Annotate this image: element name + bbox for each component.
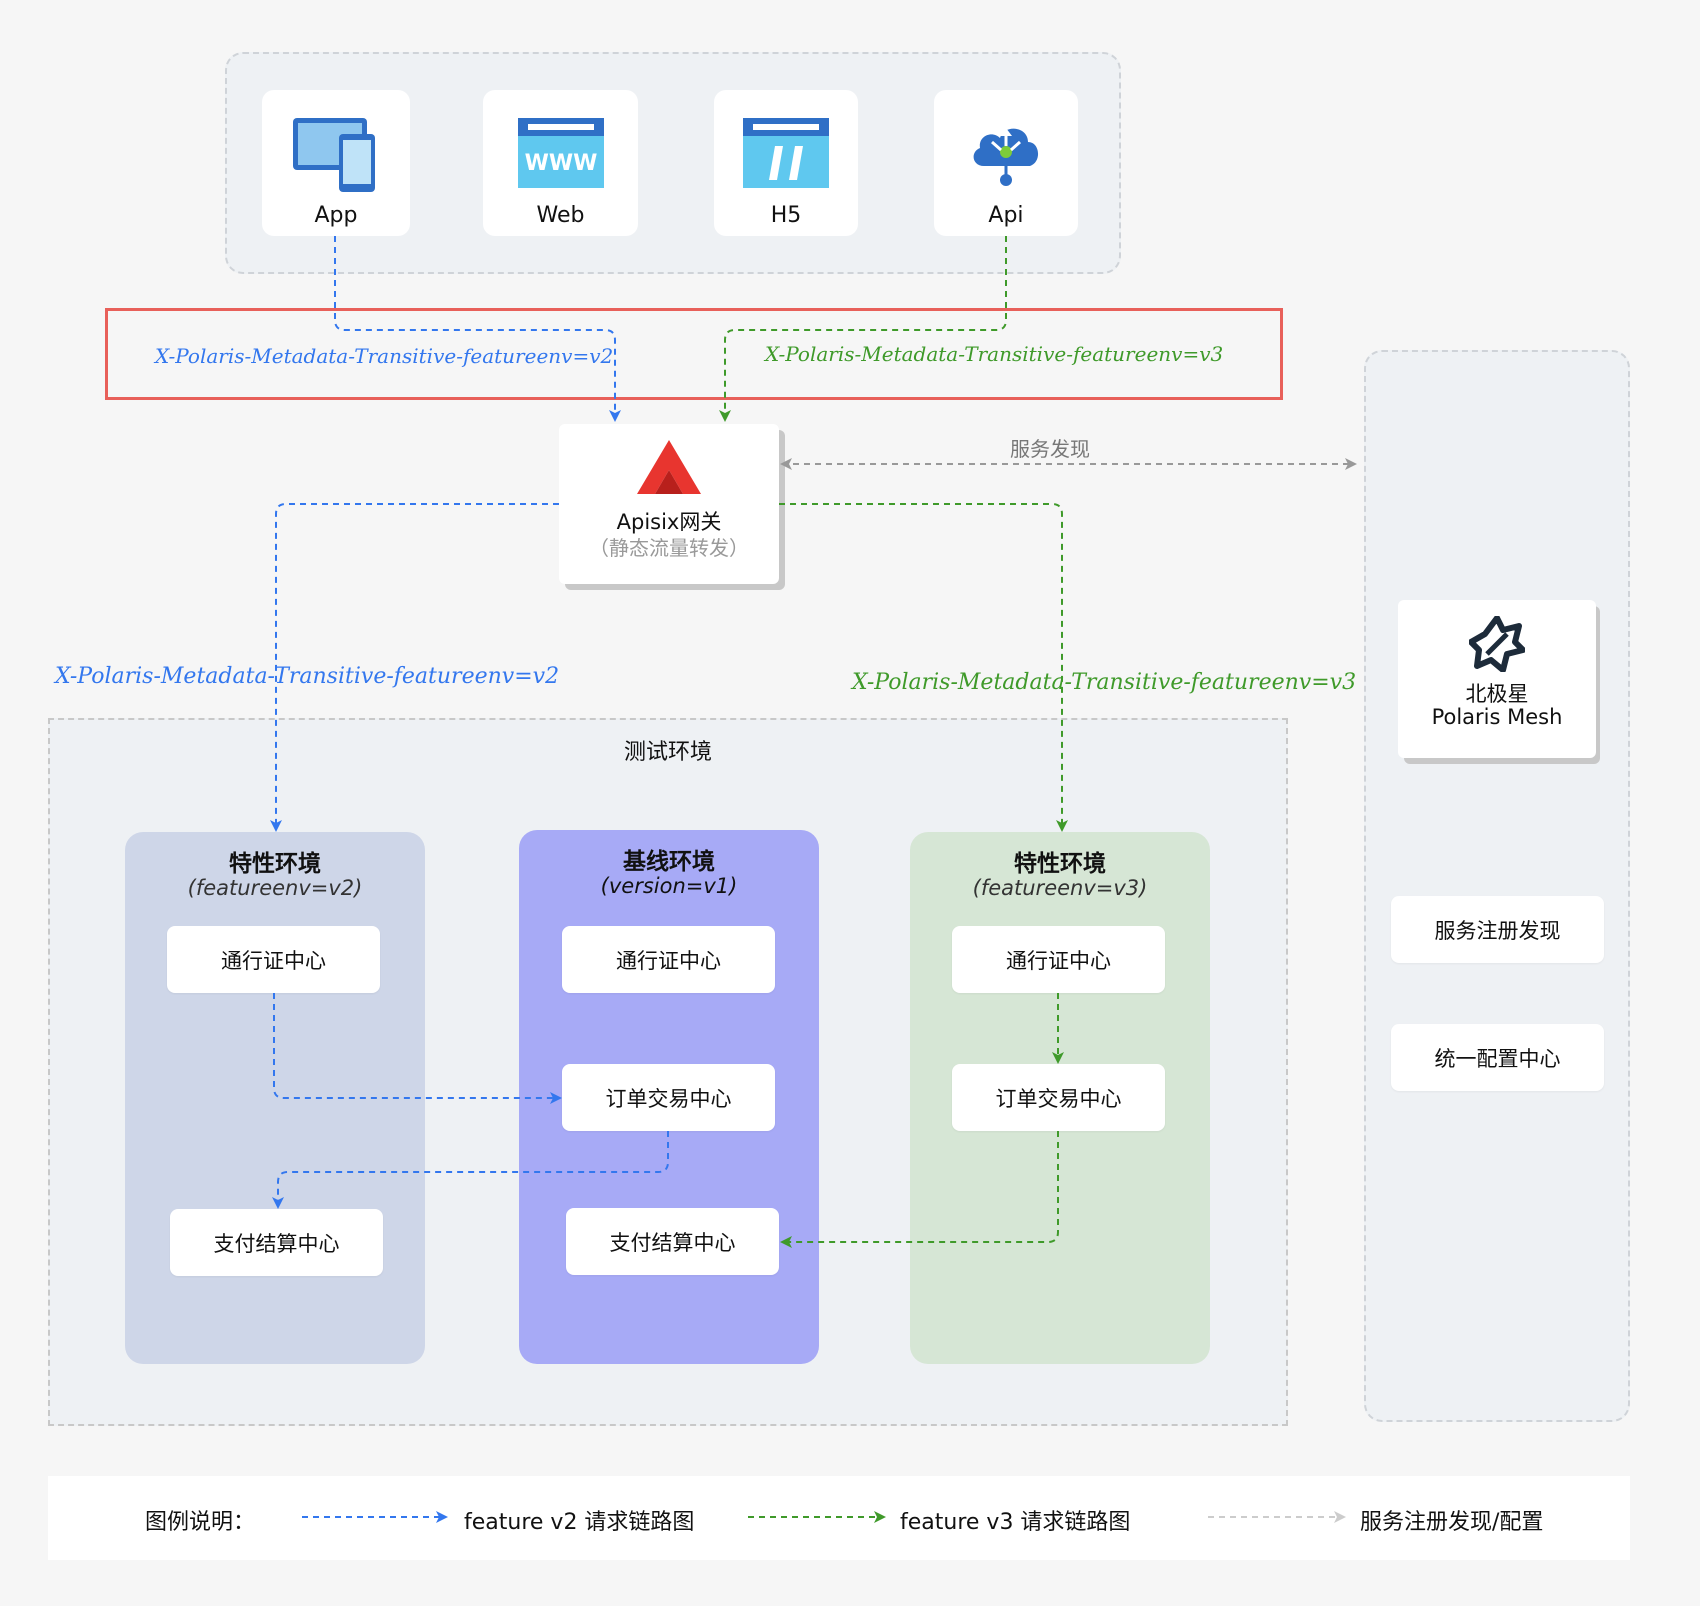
env-feature-v2: 特性环境 (featureenv=v2) <box>125 832 425 1364</box>
devices-icon <box>293 118 375 192</box>
legend-item-v2: feature v2 请求链路图 <box>464 1510 695 1535</box>
env-feature-v2-title: 特性环境 <box>229 851 321 877</box>
gateway-subtitle: （静态流量转发） <box>589 536 749 560</box>
env-baseline-subtitle: (version=v1) <box>600 874 738 898</box>
v3-order-service[interactable]: 订单交易中心 <box>952 1064 1165 1131</box>
polaris-config-center[interactable]: 统一配置中心 <box>1391 1024 1604 1091</box>
client-web-card[interactable]: WWW Web <box>483 90 638 236</box>
route-label-v3: X-Polaris-Metadata-Transitive-featureenv… <box>852 670 1357 695</box>
client-h5-card[interactable]: H5 <box>714 90 858 236</box>
legend-panel <box>48 1476 1630 1560</box>
legend-item-v3: feature v3 请求链路图 <box>900 1510 1131 1535</box>
legend-item-discovery: 服务注册发现/配置 <box>1360 1510 1544 1535</box>
h5-window-icon <box>743 118 829 188</box>
client-web-label: Web <box>536 203 585 228</box>
header-label-v2: X-Polaris-Metadata-Transitive-featureenv… <box>155 344 614 368</box>
client-h5-label: H5 <box>770 203 802 228</box>
svg-text:WWW: WWW <box>525 151 598 176</box>
env-feature-v3-subtitle: (featureenv=v3) <box>972 876 1148 900</box>
test-env-title: 测试环境 <box>623 740 712 765</box>
v2-payment-service[interactable]: 支付结算中心 <box>170 1209 383 1276</box>
env-baseline-title: 基线环境 <box>623 849 715 875</box>
header-label-v3: X-Polaris-Metadata-Transitive-featureenv… <box>765 342 1224 366</box>
route-label-v2: X-Polaris-Metadata-Transitive-featureenv… <box>55 664 560 689</box>
gateway-title: Apisix网关 <box>616 510 722 534</box>
env-feature-v2-subtitle: (featureenv=v2) <box>187 876 363 900</box>
v1-passport-service[interactable]: 通行证中心 <box>562 926 775 993</box>
service-discovery-label: 服务发现 <box>1010 437 1090 461</box>
header-highlight-box <box>105 308 1283 400</box>
client-api-label: Api <box>988 203 1024 228</box>
v3-passport-service[interactable]: 通行证中心 <box>952 926 1165 993</box>
v2-passport-service[interactable]: 通行证中心 <box>167 926 380 993</box>
polaris-service-discovery[interactable]: 服务注册发现 <box>1391 896 1604 963</box>
legend-title: 图例说明： <box>145 1510 256 1535</box>
www-browser-icon: WWW <box>518 118 604 188</box>
polaris-card[interactable]: 北极星 Polaris Mesh <box>1398 600 1596 758</box>
polaris-name-en: Polaris Mesh <box>1431 705 1563 729</box>
env-feature-v3-title: 特性环境 <box>1014 851 1106 877</box>
polaris-star-icon <box>1469 616 1525 672</box>
v1-order-service[interactable]: 订单交易中心 <box>562 1064 775 1131</box>
client-app-label: App <box>314 203 358 228</box>
apisix-logo-icon <box>637 440 701 494</box>
gateway-card[interactable]: Apisix网关 （静态流量转发） <box>559 424 779 584</box>
v1-payment-service[interactable]: 支付结算中心 <box>566 1208 779 1275</box>
polaris-group <box>1364 350 1630 1422</box>
client-api-card[interactable]: Api <box>934 90 1078 236</box>
polaris-name-cn: 北极星 <box>1465 682 1529 706</box>
cloud-api-icon <box>973 128 1039 186</box>
client-app-card[interactable]: App <box>262 90 410 236</box>
